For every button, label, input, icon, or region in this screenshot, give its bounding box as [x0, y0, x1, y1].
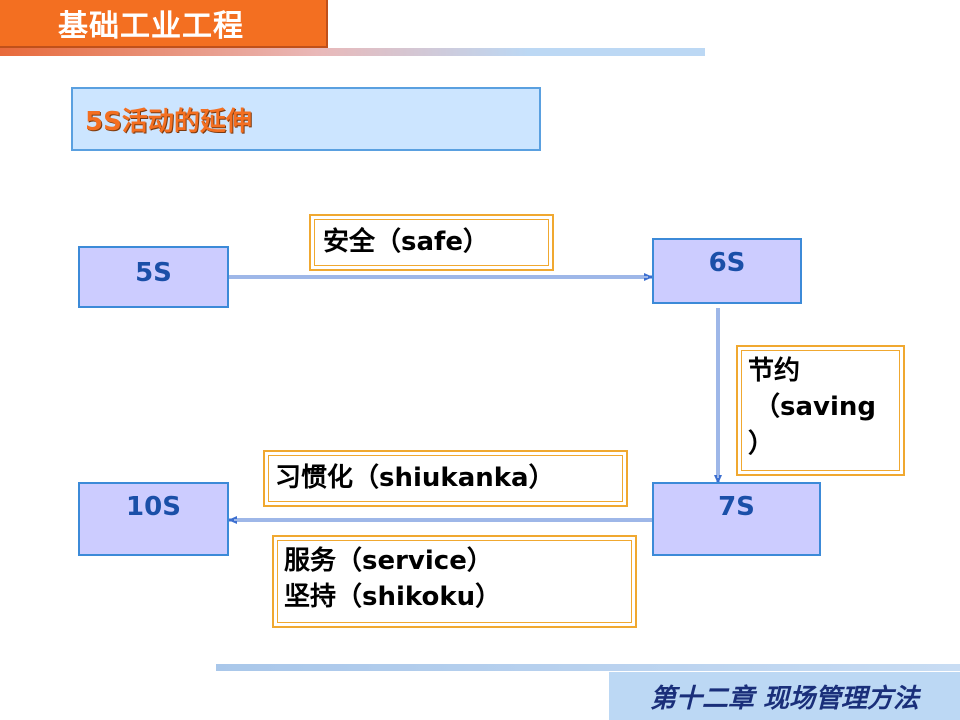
- label-habit-text: 习惯化（shiukanka）: [275, 463, 555, 493]
- label-saving-line1: 节约: [748, 356, 801, 386]
- footer-divider: [216, 664, 960, 671]
- label-habit: 习惯化（shiukanka）: [263, 450, 628, 507]
- node-5s: 5S: [78, 246, 229, 308]
- section-title: 5S活动的延伸: [71, 87, 541, 151]
- header-divider: [0, 48, 705, 56]
- label-service-shikoku: 服务（service） 坚持（shikoku）: [272, 535, 637, 628]
- label-saving: 节约 （saving ）: [736, 345, 905, 476]
- node-7s: 7S: [652, 482, 821, 556]
- label-safe: 安全（safe）: [309, 214, 554, 271]
- label-service-text: 服务（service）: [284, 546, 493, 576]
- header-title: 基础工业工程: [0, 0, 328, 48]
- label-shikoku-text: 坚持（shikoku）: [284, 582, 502, 613]
- footer-chapter-title: 第十二章 现场管理方法: [609, 672, 960, 720]
- label-safe-text: 安全（safe）: [323, 227, 489, 257]
- label-saving-line2: （saving: [754, 392, 877, 423]
- node-6s: 6S: [652, 238, 802, 304]
- label-saving-line3: ）: [748, 428, 775, 459]
- node-10s: 10S: [78, 482, 229, 556]
